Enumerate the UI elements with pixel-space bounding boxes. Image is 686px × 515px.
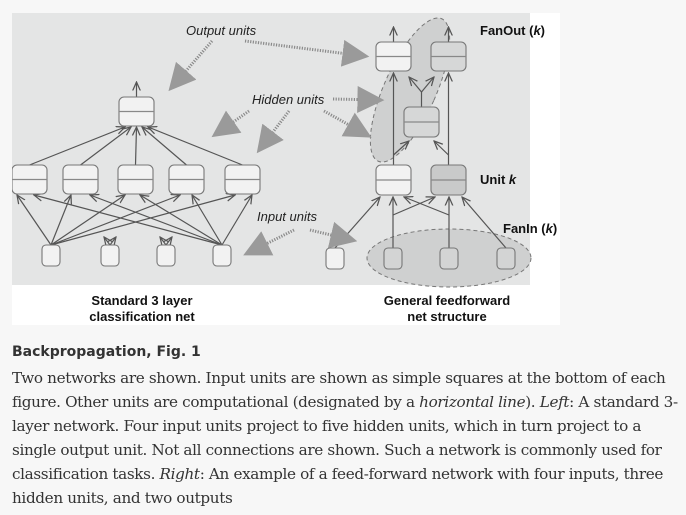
- hidden-unit: [224, 164, 261, 195]
- caption-body: Two networks are shown. Input units are …: [12, 366, 680, 510]
- hidden-unit: [403, 106, 440, 138]
- input-unit: [325, 247, 345, 270]
- caption-segment: horizontal line: [419, 393, 526, 411]
- units: [12, 41, 516, 270]
- annotation-arrows: [168, 39, 385, 256]
- input-to-hidden-edge: [140, 195, 223, 246]
- annotation-arrow: [243, 228, 295, 256]
- right-subtitle-line2: net structure: [407, 309, 487, 324]
- input-to-hidden-edge: [17, 195, 52, 246]
- input-to-hidden-edge: [404, 197, 450, 216]
- input-unit: [439, 247, 459, 270]
- unit-k: [430, 164, 467, 196]
- hidden-to-output-edge: [148, 127, 243, 166]
- input-units-label: Input units: [257, 209, 317, 224]
- hidden-to-output-edge: [29, 127, 126, 166]
- right-subtitle: General feedforward net structure: [357, 293, 537, 325]
- input-to-hidden-edge: [50, 195, 180, 246]
- input-unit: [496, 247, 516, 270]
- caption-segment: ).: [525, 393, 540, 411]
- figure: Output units Hidden units Input units Fa…: [12, 13, 560, 325]
- fanout-edge: [421, 77, 435, 93]
- annotation-arrow: [309, 221, 358, 249]
- input-to-hidden-edge: [50, 195, 235, 246]
- input-to-hidden-edge: [221, 195, 252, 246]
- hidden-unit: [168, 164, 205, 195]
- fanout-label: FanOut (k): [480, 23, 545, 38]
- input-unit: [156, 244, 176, 267]
- caption-segment: Left: [539, 393, 570, 411]
- caption-title: Backpropagation, Fig. 1: [12, 344, 201, 360]
- input-unit: [212, 244, 232, 267]
- output-unit: [118, 96, 155, 127]
- output-unit: [430, 41, 467, 72]
- input-stub: [166, 237, 172, 245]
- hidden-unit: [375, 164, 412, 196]
- caption-segment: : A standard 3-layer network. Four input…: [12, 393, 678, 483]
- network-diagram: Output units Hidden units Input units Fa…: [12, 13, 557, 288]
- hidden-to-hidden-edge: [434, 141, 449, 156]
- input-to-hidden-edge: [34, 195, 223, 246]
- input-to-hidden-edge: [192, 195, 223, 246]
- input-to-hidden-edge: [462, 197, 507, 249]
- fanout-ellipse: [369, 17, 451, 163]
- hidden-to-output-edge: [80, 127, 132, 166]
- caption-segment: Two networks are shown. Input units are …: [12, 369, 666, 411]
- left-subtitle-line2: classification net: [89, 309, 195, 324]
- input-unit: [383, 247, 403, 270]
- unit-k-label: Unit k: [480, 172, 517, 187]
- left-subtitle-line1: Standard 3 layer: [91, 293, 193, 308]
- input-unit: [41, 244, 61, 267]
- hidden-unit: [117, 164, 154, 195]
- annotation-arrow: [256, 110, 291, 154]
- fanout-edge: [409, 77, 422, 93]
- input-to-hidden-edge: [392, 197, 435, 216]
- hidden-units-label: Hidden units: [252, 92, 325, 107]
- hidden-to-output-edge: [136, 127, 137, 166]
- right-subtitle-line1: General feedforward: [383, 293, 511, 308]
- input-unit: [100, 244, 120, 267]
- output-units-label: Output units: [186, 23, 257, 38]
- output-unit: [375, 41, 412, 72]
- annotation-arrow: [244, 39, 370, 67]
- input-to-hidden-edge: [90, 195, 223, 246]
- hidden-unit: [12, 164, 48, 195]
- fanin-label: FanIn (k): [503, 221, 557, 236]
- hidden-unit: [62, 164, 99, 195]
- input-stub: [110, 237, 116, 245]
- left-subtitle: Standard 3 layer classification net: [52, 293, 232, 325]
- connections: [17, 27, 507, 249]
- hidden-to-hidden-edge: [393, 141, 410, 156]
- annotation-arrow: [323, 109, 372, 138]
- caption-segment: Right: [159, 465, 201, 483]
- caption-segment: : An example of a feed-forward network w…: [12, 465, 664, 507]
